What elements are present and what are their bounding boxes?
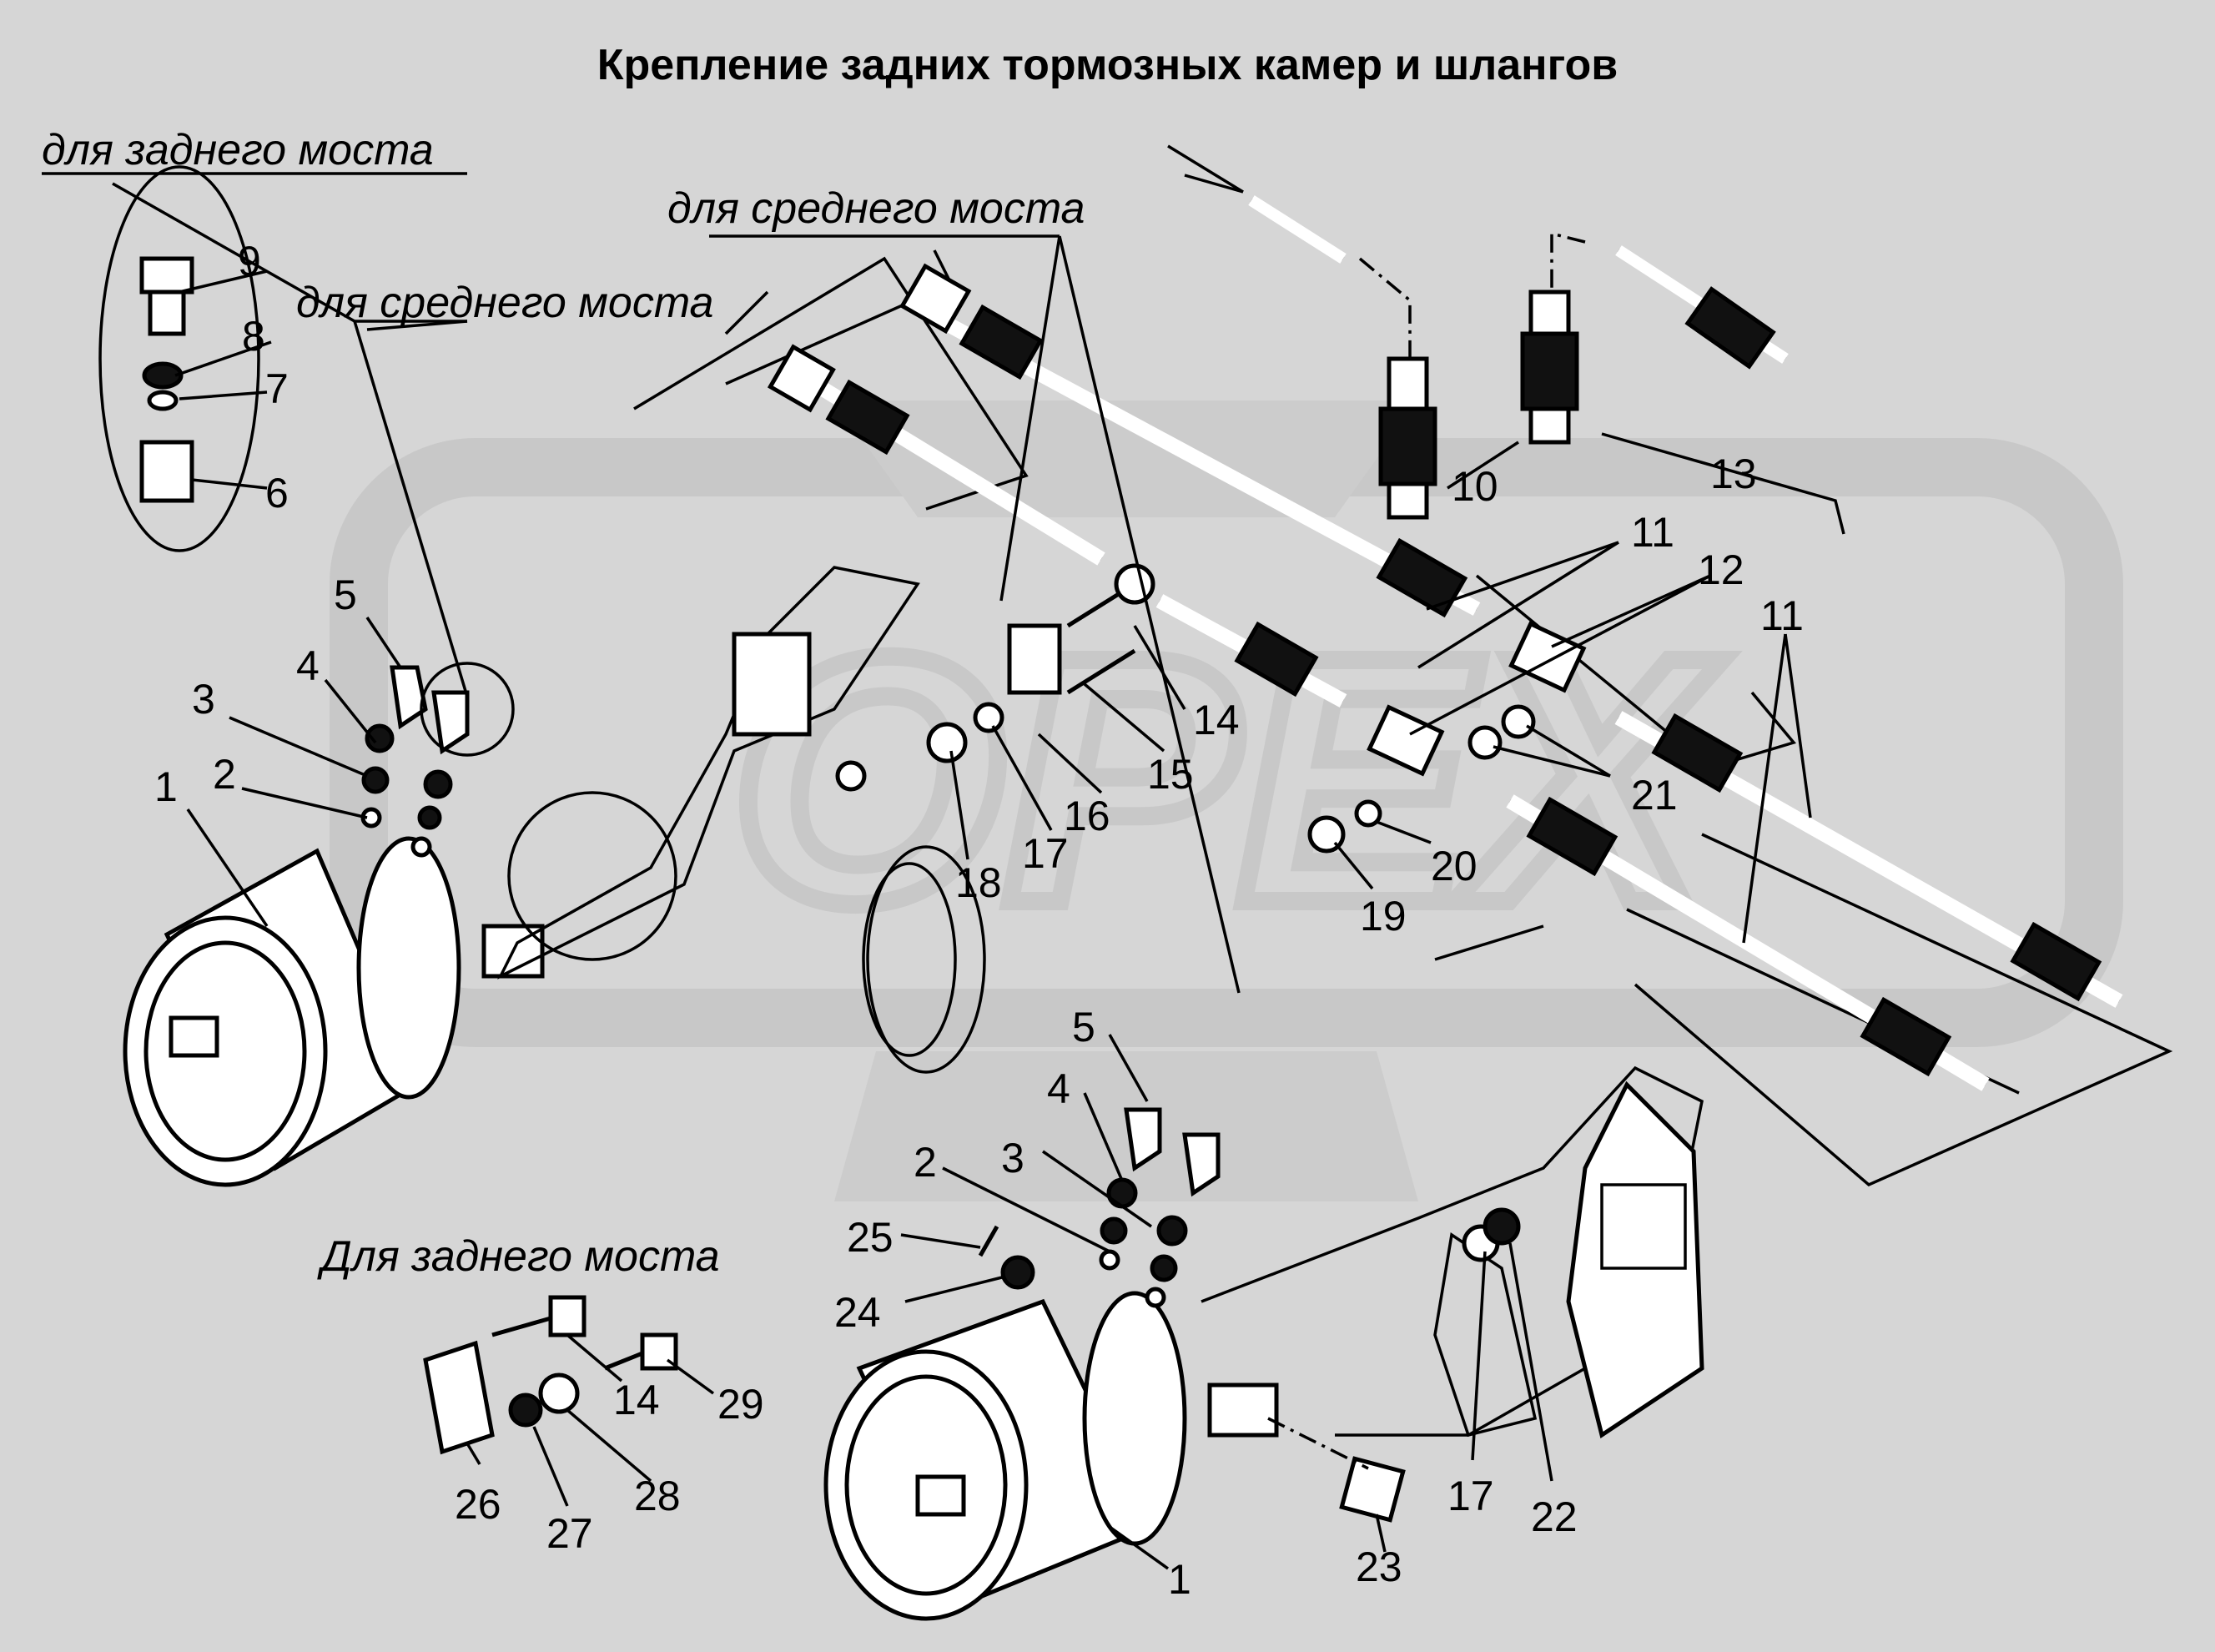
hose-right-1 — [1614, 711, 2123, 1008]
callout-18: 18 — [955, 859, 1002, 906]
diagram-title: Крепление задних тормозных камер и шланг… — [597, 41, 1618, 89]
callout-3-upper: 3 — [192, 676, 215, 723]
hose-right-2 — [1506, 794, 1990, 1091]
callout-17-lower: 17 — [1447, 1473, 1494, 1519]
tee-12-lower — [1367, 704, 1445, 777]
callout-5-upper: 5 — [334, 572, 357, 618]
callout-15: 15 — [1147, 751, 1194, 798]
parts-24-25-23 — [978, 1225, 1406, 1523]
brake-chamber-lower — [823, 1291, 1279, 1621]
callout-27: 27 — [546, 1510, 593, 1557]
hose-top-right — [1167, 144, 1789, 370]
callout-26: 26 — [455, 1481, 501, 1528]
brake-chamber-upper — [123, 836, 545, 1187]
callout-17-upper: 17 — [1022, 830, 1069, 877]
elbow-stack-lower — [1099, 1107, 1221, 1308]
callout-4-lower: 4 — [1047, 1065, 1070, 1112]
callout-19: 19 — [1360, 893, 1407, 939]
callout-12: 12 — [1698, 546, 1744, 593]
inset-rear-axle-parts — [98, 165, 260, 552]
callout-3-lower: 3 — [1001, 1135, 1024, 1181]
note-middle-axle-b: для среднего моста — [296, 279, 713, 327]
callout-24: 24 — [834, 1289, 881, 1336]
callout-5-lower: 5 — [1072, 1004, 1095, 1050]
callout-20: 20 — [1431, 843, 1478, 889]
callout-1-upper: 1 — [154, 763, 178, 810]
leader-lines — [42, 172, 1845, 1570]
callout-7: 7 — [265, 365, 289, 412]
axle-bracket-lower — [1201, 1065, 1704, 1439]
callout-21: 21 — [1631, 772, 1678, 818]
callout-28: 28 — [634, 1473, 681, 1519]
callout-8: 8 — [242, 313, 265, 360]
callout-4-upper: 4 — [296, 642, 320, 689]
callout-14-upper: 14 — [1193, 697, 1240, 743]
connector-10-left — [1378, 356, 1437, 520]
note-rear-axle-bottom: Для заднего моста — [317, 1232, 720, 1281]
callout-25: 25 — [847, 1214, 894, 1261]
callout-11-upper: 11 — [1631, 509, 1674, 556]
hose-upper-2 — [767, 344, 1347, 708]
callout-16: 16 — [1064, 793, 1110, 839]
callout-2-lower: 2 — [914, 1139, 937, 1186]
note-middle-axle-a: для среднего моста — [667, 184, 1085, 233]
callout-22: 22 — [1531, 1493, 1578, 1540]
callout-6: 6 — [265, 470, 289, 516]
elbow-stack-upper — [360, 662, 515, 858]
callout-11-right: 11 — [1760, 592, 1804, 639]
connector-10-right — [1520, 290, 1579, 445]
callout-1-lower: 1 — [1168, 1556, 1191, 1603]
callout-14-lower: 14 — [613, 1377, 660, 1423]
callout-13: 13 — [1710, 451, 1757, 497]
callout-23: 23 — [1356, 1544, 1402, 1590]
callout-9: 9 — [238, 238, 261, 285]
inset-bottom-left-parts — [423, 1295, 678, 1455]
watermark-logo: OPEX — [330, 400, 2123, 1201]
callout-10: 10 — [1452, 463, 1498, 510]
hose-upper-1 — [899, 263, 1481, 618]
note-rear-axle-top: для заднего моста — [42, 126, 434, 174]
callout-29: 29 — [717, 1381, 764, 1428]
callout-2-upper: 2 — [213, 751, 236, 798]
axle-bracket-upper — [497, 566, 986, 1074]
